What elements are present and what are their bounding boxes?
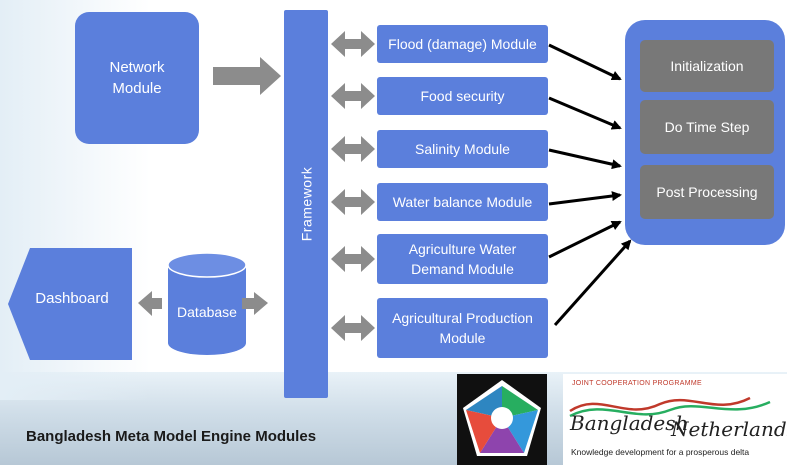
- logo-tagline: Knowledge development for a prosperous d…: [571, 447, 750, 457]
- agri-production-connector-arrow: [331, 315, 375, 341]
- module-food-security: Food security: [377, 77, 548, 115]
- module-salinity-label: Salinity Module: [415, 141, 510, 157]
- module-water-balance: Water balance Module: [377, 183, 548, 221]
- module-agriculture-water-demand: Agriculture Water Demand Module: [377, 234, 548, 284]
- process-post-processing-label: Post Processing: [656, 184, 758, 200]
- agri-water-demand-connector-arrow: [331, 246, 375, 272]
- agri-production-to-process-arrow: [553, 239, 632, 326]
- module-to-process-arrows: [548, 43, 632, 326]
- logo-bangladesh-text: Bangladesh: [570, 411, 689, 435]
- framework-bar: Framework: [284, 10, 328, 398]
- process-initialization: Initialization: [640, 40, 774, 92]
- process-post-processing: Post Processing: [640, 165, 774, 219]
- process-do-time-step-label: Do Time Step: [664, 119, 750, 135]
- process-initialization-label: Initialization: [670, 58, 744, 74]
- module-food-security-label: Food security: [420, 88, 505, 104]
- bangladesh-netherlands-logo: [563, 374, 787, 465]
- module-water-balance-label: Water balance Module: [392, 194, 533, 210]
- salinity-to-process-arrow: [548, 148, 622, 170]
- module-agricultural-production-label: Agricultural Production Module: [392, 310, 533, 346]
- database-cylinder: [168, 253, 246, 355]
- food-security-connector-arrow: [331, 83, 375, 109]
- module-flood: Flood (damage) Module: [377, 25, 548, 63]
- bmm-pentagon-logo: [463, 380, 541, 456]
- process-do-time-step: Do Time Step: [640, 100, 774, 154]
- food-to-process-arrow: [548, 96, 622, 130]
- module-agriculture-water-demand-label: Agriculture Water Demand Module: [408, 241, 517, 277]
- module-salinity: Salinity Module: [377, 130, 548, 168]
- water-balance-to-process-arrow: [548, 191, 622, 206]
- flood-to-process-arrow: [548, 43, 622, 81]
- water-balance-connector-arrow: [331, 189, 375, 215]
- salinity-connector-arrow: [331, 136, 375, 162]
- framework-to-database-arrow: [242, 292, 268, 315]
- diagram-caption: Bangladesh Meta Model Engine Modules: [26, 428, 317, 445]
- agri-demand-to-process-arrow: [548, 220, 622, 259]
- dashboard-shape: [8, 248, 132, 360]
- module-agricultural-production: Agricultural Production Module: [377, 298, 548, 358]
- database-to-dashboard-arrow: [138, 291, 162, 316]
- bmm-logo: [457, 374, 547, 465]
- network-module-label: Network Module: [109, 59, 165, 97]
- module-flood-label: Flood (damage) Module: [388, 36, 537, 52]
- network-module-box: Network Module: [75, 12, 199, 144]
- logo-netherlands-text: Netherlands: [671, 417, 787, 441]
- logo-program-text: JOINT COOPERATION PROGRAMME: [572, 380, 702, 387]
- flood-connector-arrow: [331, 31, 375, 57]
- database-label: Database: [177, 304, 237, 320]
- framework-module-connectors: [331, 31, 375, 341]
- logo-swoosh: [569, 396, 771, 418]
- dashboard-label: Dashboard: [35, 290, 109, 307]
- network-to-framework-arrow: [213, 57, 281, 95]
